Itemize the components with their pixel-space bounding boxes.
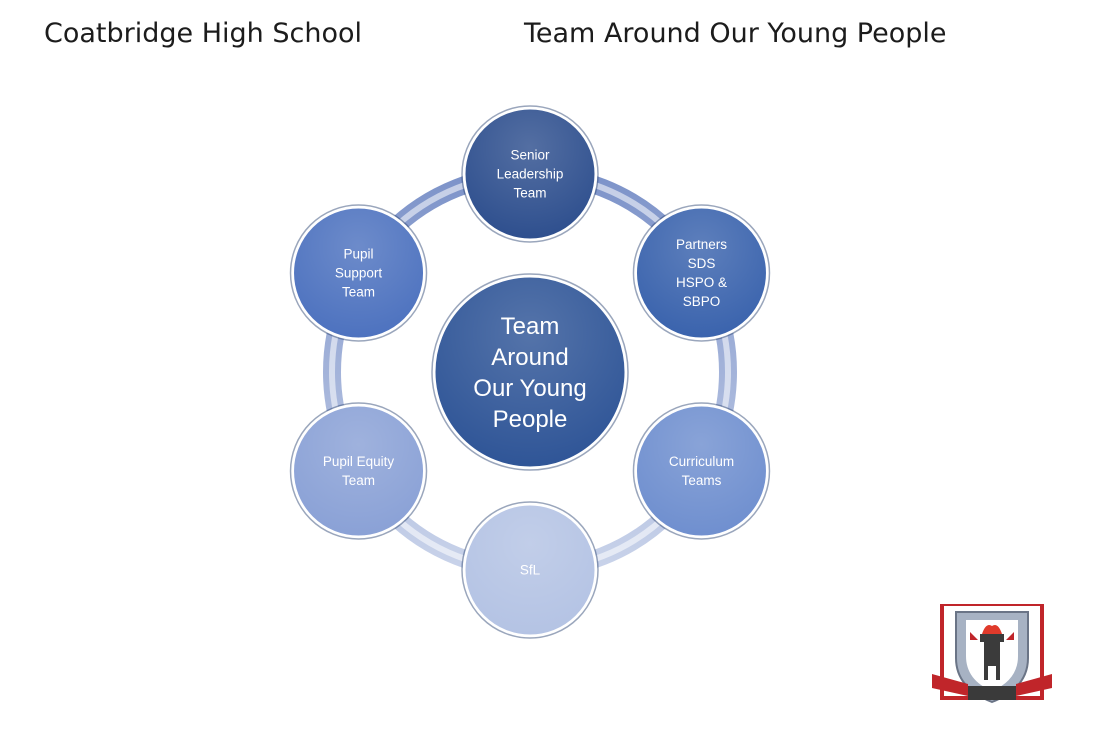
node-curriculum-teams-label-line: Teams xyxy=(682,473,722,488)
node-pupil-equity-team-label-line: Team xyxy=(342,473,375,488)
node-sfl-outline xyxy=(461,501,599,639)
school-name: Coatbridge High School xyxy=(44,18,362,49)
node-senior-leadership-team-shine xyxy=(464,108,596,240)
node-senior-leadership-team-outline xyxy=(461,105,599,243)
node-pupil-equity-team-label-line: Pupil Equity xyxy=(323,454,395,469)
node-senior-leadership-team-label-line: Leadership xyxy=(497,167,564,182)
node-partners-label-line: SDS xyxy=(688,256,716,271)
center-node-label-line: Our Young xyxy=(473,375,586,402)
node-pupil-equity-team-outline xyxy=(289,402,428,540)
node-pupil-support-team-label-line: Support xyxy=(335,266,383,281)
center-node-outline xyxy=(431,273,629,471)
page-title: Team Around Our Young People xyxy=(524,18,947,49)
node-senior-leadership-team-label-line: Team xyxy=(513,186,546,201)
node-pupil-equity-team-shine xyxy=(292,405,425,537)
node-partners-outline xyxy=(632,204,771,342)
node-curriculum-teams-shine xyxy=(635,405,768,537)
node-sfl-shine xyxy=(464,504,596,636)
node-partners-label-line: SBPO xyxy=(683,294,721,309)
node-senior-leadership-team-label-line: Senior xyxy=(510,148,550,163)
node-curriculum-teams-label-line: Curriculum xyxy=(669,454,734,469)
node-sfl-label-line: SfL xyxy=(520,563,541,578)
node-partners-label-line: HSPO & xyxy=(676,275,727,290)
node-partners-shine xyxy=(635,207,768,339)
center-node-label-line: People xyxy=(493,406,568,433)
center-node-shine xyxy=(434,276,626,468)
node-pupil-support-team-label-line: Pupil xyxy=(344,247,374,262)
school-crest-icon xyxy=(928,602,1056,712)
node-curriculum-teams-outline xyxy=(632,402,771,540)
node-sfl: SfL xyxy=(461,501,599,639)
node-pupil-support-team-outline xyxy=(289,204,428,342)
node-partners-label-line: Partners xyxy=(676,237,727,252)
node-pupil-support-team-label-line: Team xyxy=(342,285,375,300)
node-pupil-support-team-shine xyxy=(292,207,425,339)
center-node-label-line: Around xyxy=(491,344,568,371)
center-node-label-line: Team xyxy=(501,313,560,340)
